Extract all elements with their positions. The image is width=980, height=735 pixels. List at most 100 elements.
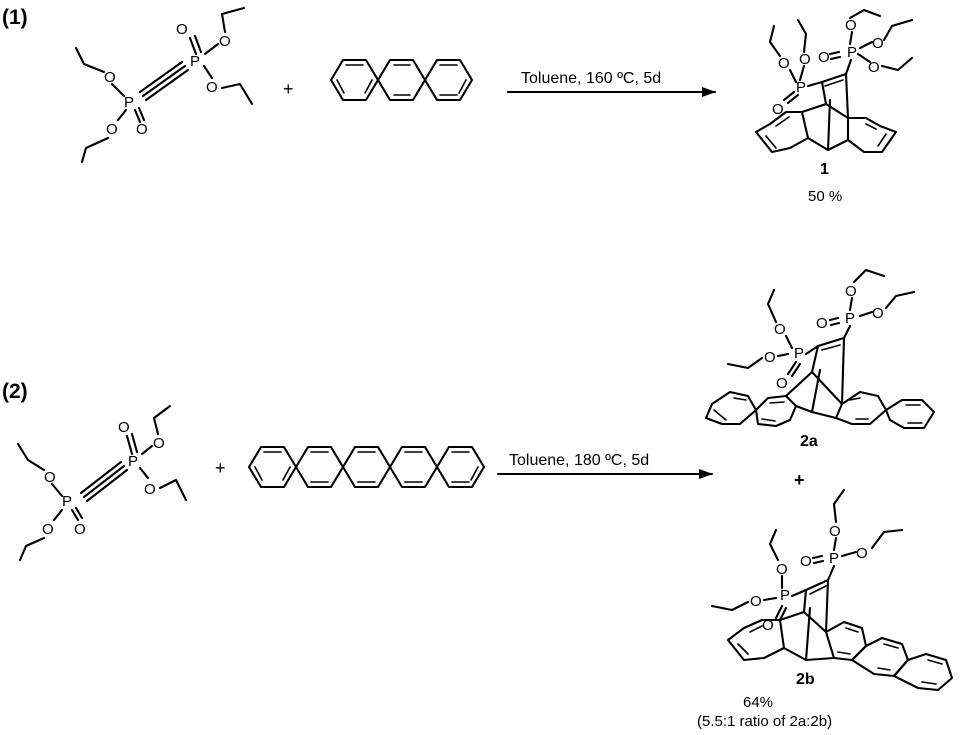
product-1-yield: 50 % bbox=[808, 188, 842, 205]
bond-line bbox=[713, 409, 727, 421]
bond-line bbox=[775, 116, 790, 127]
bond-line bbox=[790, 362, 802, 378]
bond-line bbox=[110, 82, 126, 98]
bond-line bbox=[376, 58, 427, 102]
bond-line bbox=[116, 108, 128, 122]
bond-line bbox=[848, 296, 854, 312]
bond-line bbox=[840, 336, 846, 406]
bond-line bbox=[816, 336, 846, 348]
bond-line bbox=[809, 585, 827, 595]
product-2b-label: 2b bbox=[796, 671, 815, 688]
bond-line bbox=[837, 651, 851, 655]
scheme-2-plus: + bbox=[215, 458, 226, 478]
bond-line bbox=[70, 508, 80, 522]
bond-line bbox=[870, 528, 904, 550]
bond-line bbox=[804, 344, 820, 356]
bond-line bbox=[812, 559, 825, 565]
phosphorus-atom-label: P bbox=[190, 53, 200, 70]
bond-line bbox=[828, 316, 840, 322]
bond-line bbox=[820, 72, 848, 84]
bond-line bbox=[158, 478, 188, 502]
bond-line bbox=[848, 30, 854, 46]
oxygen-atom-label: O bbox=[816, 315, 828, 332]
phosphorus-atom-label: P bbox=[128, 453, 138, 470]
oxygen-atom-label: O bbox=[153, 435, 165, 452]
bond-line bbox=[788, 68, 798, 84]
bond-line bbox=[800, 102, 850, 120]
bond-line bbox=[769, 401, 785, 404]
bond-line bbox=[778, 610, 828, 634]
bond-line bbox=[247, 445, 298, 489]
oxygen-atom-label: O bbox=[799, 51, 811, 68]
bond-line bbox=[220, 82, 254, 106]
product-1-label: 1 bbox=[820, 161, 829, 178]
bond-line bbox=[152, 404, 172, 436]
bond-line bbox=[768, 24, 782, 58]
product-2b-structure: P O O O P O O O bbox=[710, 488, 954, 692]
product-1-structure: P O O O O P O O O bbox=[754, 8, 914, 154]
bond-line bbox=[921, 681, 937, 685]
bond-line bbox=[829, 55, 842, 61]
oxygen-atom-label: O bbox=[776, 375, 788, 392]
bond-line bbox=[786, 93, 800, 105]
bond-line bbox=[798, 64, 806, 82]
phosphorus-atom-label: P bbox=[847, 44, 857, 61]
phosphorus-atom-label: P bbox=[62, 493, 72, 510]
bond-line bbox=[806, 80, 824, 88]
bond-line bbox=[220, 6, 246, 34]
anthracene bbox=[329, 58, 474, 102]
bond-line bbox=[79, 460, 123, 495]
scheme-1-alkyne-reagent: P O O O P O O O bbox=[74, 6, 254, 164]
bond-line bbox=[768, 528, 780, 562]
oxygen-atom-label: O bbox=[118, 419, 130, 436]
oxygen-atom-label: O bbox=[42, 521, 54, 538]
oxygen-atom-label: O bbox=[845, 17, 857, 34]
phosphorus-atom-label: P bbox=[794, 345, 804, 362]
bond-line bbox=[141, 64, 187, 98]
bond-line bbox=[804, 606, 812, 662]
bond-line bbox=[820, 80, 828, 106]
bond-line bbox=[828, 50, 841, 56]
bond-line bbox=[796, 18, 808, 54]
bond-line bbox=[82, 464, 126, 499]
oxygen-atom-label: O bbox=[104, 69, 116, 86]
bond-line bbox=[810, 344, 820, 374]
bond-line bbox=[848, 8, 882, 20]
bond-line bbox=[341, 445, 392, 489]
bond-line bbox=[884, 398, 936, 430]
bond-line bbox=[254, 466, 263, 481]
bond-line bbox=[784, 334, 794, 350]
oxygen-atom-label: O bbox=[772, 101, 784, 118]
bond-line bbox=[188, 36, 198, 56]
bond-line bbox=[884, 290, 916, 310]
bond-line bbox=[726, 618, 786, 662]
bond-line bbox=[336, 79, 345, 94]
bond-line bbox=[858, 40, 874, 50]
scheme-2-label: (2) bbox=[2, 380, 28, 403]
bond-line bbox=[762, 596, 778, 602]
oxygen-atom-label: O bbox=[829, 523, 841, 540]
bond-line bbox=[85, 468, 129, 503]
bond-line bbox=[852, 268, 886, 284]
bond-line bbox=[883, 643, 899, 649]
bond-line bbox=[846, 116, 898, 154]
oxygen-atom-label: O bbox=[106, 121, 118, 138]
bond-line bbox=[749, 625, 763, 633]
bond-line bbox=[137, 106, 146, 122]
oxygen-atom-label: O bbox=[818, 49, 830, 66]
scheme-2-conditions: Toluene, 180 ºC, 5d bbox=[509, 452, 649, 469]
bond-line bbox=[470, 466, 479, 481]
bond-line bbox=[829, 321, 841, 327]
bond-line bbox=[704, 390, 758, 426]
bond-line bbox=[845, 627, 859, 633]
scheme-1-conditions: Toluene, 160 ºC, 5d bbox=[521, 70, 661, 87]
bond-line bbox=[435, 445, 486, 489]
phosphorus-atom-label: P bbox=[780, 587, 790, 604]
scheme-2-alkyne-reagent: P O O O P O O O bbox=[16, 404, 188, 562]
oxygen-atom-label: O bbox=[136, 121, 148, 138]
oxygen-atom-label: O bbox=[144, 481, 156, 498]
oxygen-atom-label: O bbox=[856, 545, 868, 562]
bond-line bbox=[50, 482, 64, 498]
bond-line bbox=[140, 444, 154, 456]
